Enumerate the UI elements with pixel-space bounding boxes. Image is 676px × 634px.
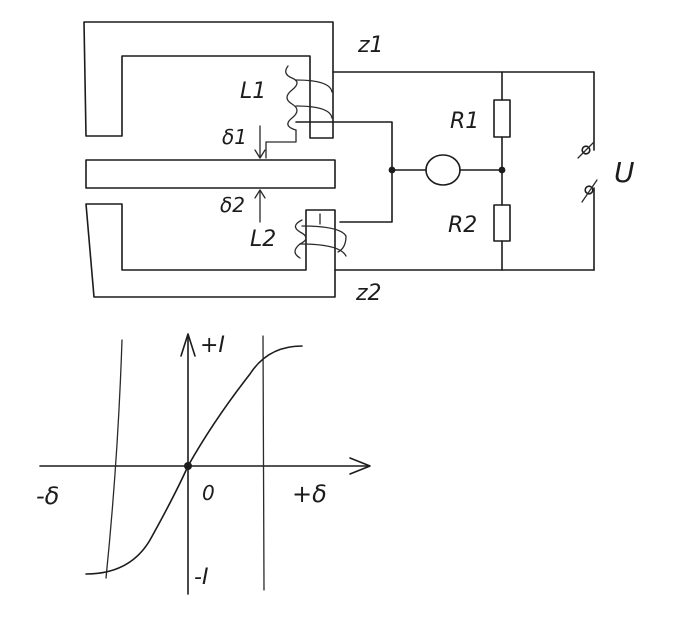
upper-core [83, 21, 334, 139]
label-plus-i: +I [200, 333, 225, 358]
coil-l2 [294, 213, 347, 259]
label-voltage: U [614, 156, 635, 189]
coil-l1 [265, 65, 333, 159]
lower-core [85, 203, 336, 298]
graph-curve [85, 345, 303, 575]
label-l2: L2 [250, 227, 276, 252]
label-delta1: δ1 [222, 125, 247, 149]
label-minus-i: -I [194, 565, 208, 590]
resistor-r1 [493, 99, 511, 138]
circuit-wiring [295, 71, 595, 271]
gap-arrow-delta2 [254, 189, 266, 223]
label-delta2: δ2 [220, 193, 245, 217]
label-l1: L1 [240, 79, 266, 104]
graph-limit-lines [105, 335, 265, 591]
label-minus-delta: -δ [36, 482, 59, 510]
armature-bar [85, 159, 336, 189]
label-z1: z1 [357, 33, 384, 58]
gap-arrow-delta1 [254, 125, 266, 159]
resistor-r2 [493, 204, 511, 242]
galvanometer [425, 154, 461, 186]
label-r1: R1 [450, 109, 479, 134]
voltage-terminals [577, 141, 598, 203]
label-origin: 0 [202, 481, 215, 505]
graph-axes [39, 333, 371, 595]
label-r2: R2 [448, 213, 477, 238]
junction-dot-resistors [498, 166, 506, 174]
junction-dot-middle [388, 166, 396, 174]
label-z2: z2 [355, 281, 382, 306]
label-plus-delta: +δ [292, 480, 327, 508]
graph-origin-dot [184, 462, 192, 470]
